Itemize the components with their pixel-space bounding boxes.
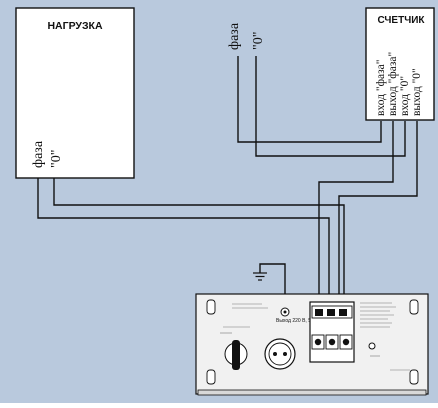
rotary-switch[interactable] [224,340,248,370]
load-box: НАГРУЗКА фаза "0" [15,7,135,179]
mount-slot [206,369,216,385]
supply-labels: фаза "0" [227,22,266,50]
supply-zero-label: "0" [251,32,266,50]
load-box-title: НАГРУЗКА [47,20,103,32]
meter-terminal-out-phase: выход "фаза" [387,52,399,116]
terminal-screw [342,338,350,346]
wire-supply-zero [255,56,406,157]
output-socket [264,338,296,370]
meter-terminal-in-zero: вход "0" [399,76,411,116]
terminal-screw [314,338,322,346]
meter-box-title: СЧЕТЧИК [377,15,425,26]
load-zero-label: "0" [49,150,64,168]
wire-supply-phase [237,56,382,143]
socket-pin-hole [273,352,277,356]
terminal-screw-top [339,309,347,316]
ground-icon [253,272,267,281]
mount-slot [206,299,216,315]
indicator-lamp [368,342,376,350]
meter-terminal-out-zero: выход "0" [411,68,423,116]
mount-slot [409,369,419,385]
meter-box-frame [365,7,435,121]
wire-meter-out-phase [318,121,394,302]
terminal-block [309,301,355,363]
panel-fine-print [220,302,410,371]
wire-meter-out-zero [338,121,418,302]
socket-inner [268,342,292,366]
meter-box: СЧЕТЧИК вход "фаза" выход "фаза" вход "0… [365,7,435,121]
load-phase-label: фаза [31,140,46,168]
socket-pin-hole [283,352,287,356]
wire-load-phase [37,178,330,302]
stabilizer-device: Выход 220 В, 50 Гц [195,293,429,396]
mount-slot [409,299,419,315]
wire-ground [259,263,286,297]
panel-ground-terminal-inner [283,310,287,314]
meter-terminal-in-phase: вход "фаза" [375,60,387,116]
output-caption: Выход 220 В, 50 Гц [276,318,321,324]
wires [37,56,418,302]
terminal-screw-top [315,309,323,316]
supply-phase-label: фаза [227,22,242,50]
rotary-switch-knob[interactable] [232,340,240,370]
terminal-screw [328,338,336,346]
load-box-frame [15,7,135,179]
device-bottom-edge [197,389,427,396]
wire-load-zero [53,178,345,302]
terminal-screw-top [327,309,335,316]
